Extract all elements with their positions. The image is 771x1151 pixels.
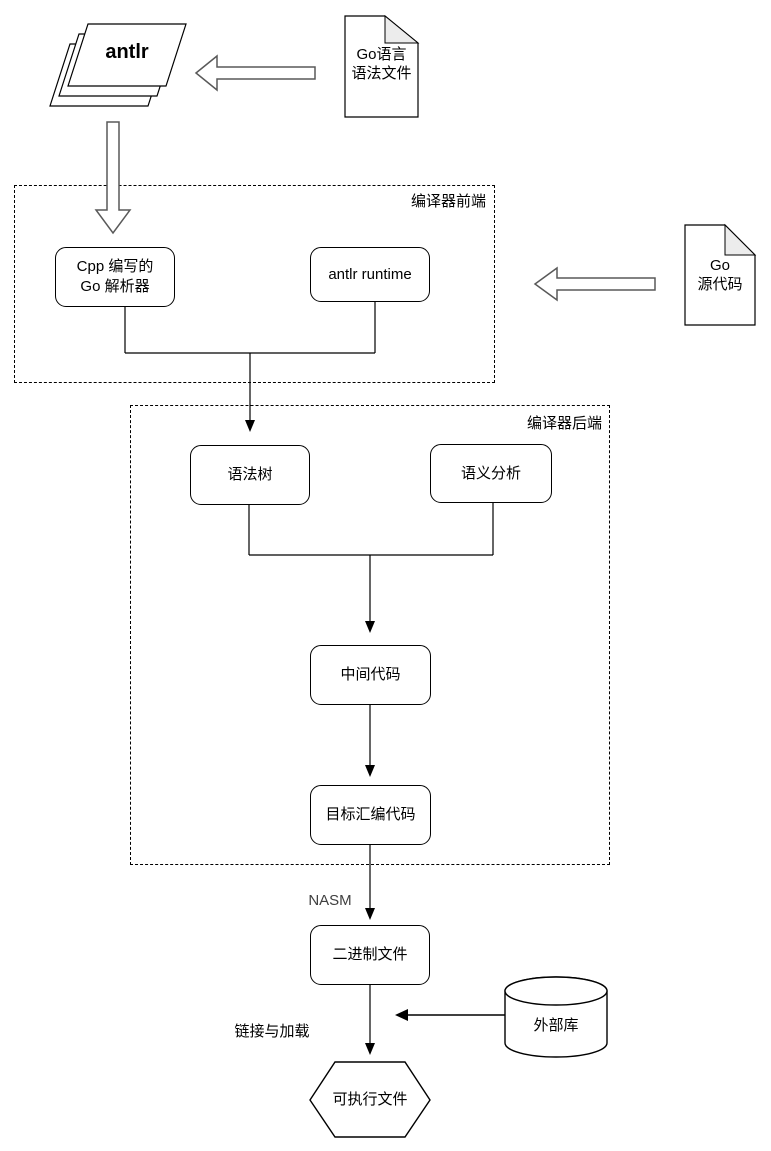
go-grammar-doc-shape — [344, 14, 420, 118]
node-label-line: Go 解析器 — [80, 278, 150, 295]
backend-merge-arrowhead — [365, 621, 375, 633]
node-label: 语义分析 — [460, 464, 521, 482]
node-semantic-analysis: 语义分析 — [430, 444, 552, 503]
frontend-merge-arrowhead — [245, 420, 255, 432]
go-grammar-doc-label: Go语言 语法文件 — [345, 45, 418, 83]
frontend-group-label: 编译器前端 — [410, 193, 486, 210]
external-library-label: 外部库 — [533, 1017, 579, 1034]
go-source-doc-label: Go 源代码 — [685, 256, 755, 294]
external-library-shape — [504, 976, 608, 1058]
doc-label-line: Go — [709, 257, 730, 274]
antlr-stack-label: antlr — [105, 41, 149, 63]
frontend-merge-connector — [124, 302, 376, 429]
link-and-load-edge-label: 链接与加载 — [234, 1023, 310, 1040]
backend-merge-connector — [248, 503, 494, 630]
node-label: 目标汇编代码 — [325, 806, 416, 823]
edge-assembly-arrowhead — [365, 908, 375, 920]
node-syntax-tree: 语法树 — [190, 445, 310, 505]
node-label: 二进制文件 — [332, 946, 408, 963]
backend-group-label: 编译器后端 — [526, 415, 602, 432]
antlr-stack-shape — [49, 23, 187, 107]
node-label: antlr runtime — [328, 265, 412, 283]
arrow-source-to-frontend — [533, 266, 656, 302]
arrow-grammar-to-antlr — [194, 54, 316, 92]
node-label: 语法树 — [227, 466, 273, 483]
node-intermediate-code: 中间代码 — [310, 645, 431, 705]
edge-binary-arrowhead — [365, 1043, 375, 1055]
doc-label-line: 语法文件 — [351, 65, 412, 82]
go-source-doc-shape — [684, 223, 757, 326]
arrow-antlr-to-frontend — [94, 121, 132, 235]
node-label-line: Cpp 编写的 — [76, 258, 154, 275]
executable-file-label: 可执行文件 — [332, 1091, 408, 1108]
edge-library-arrowhead — [395, 1009, 408, 1021]
executable-hexagon-shape — [309, 1061, 431, 1138]
node-label: 中间代码 — [340, 666, 401, 683]
node-antlr-runtime: antlr runtime — [310, 247, 430, 302]
node-target-assembly-code: 目标汇编代码 — [310, 785, 431, 845]
node-cpp-go-parser: Cpp 编写的 Go 解析器 — [55, 247, 175, 307]
frontend-group-box: 编译器前端 — [14, 185, 495, 383]
edge-intermediate-arrowhead — [365, 765, 375, 777]
nasm-edge-label: NASM — [308, 892, 352, 909]
node-binary-file: 二进制文件 — [310, 925, 430, 985]
doc-label-line: Go语言 — [356, 46, 407, 63]
doc-label-line: 源代码 — [697, 276, 743, 293]
